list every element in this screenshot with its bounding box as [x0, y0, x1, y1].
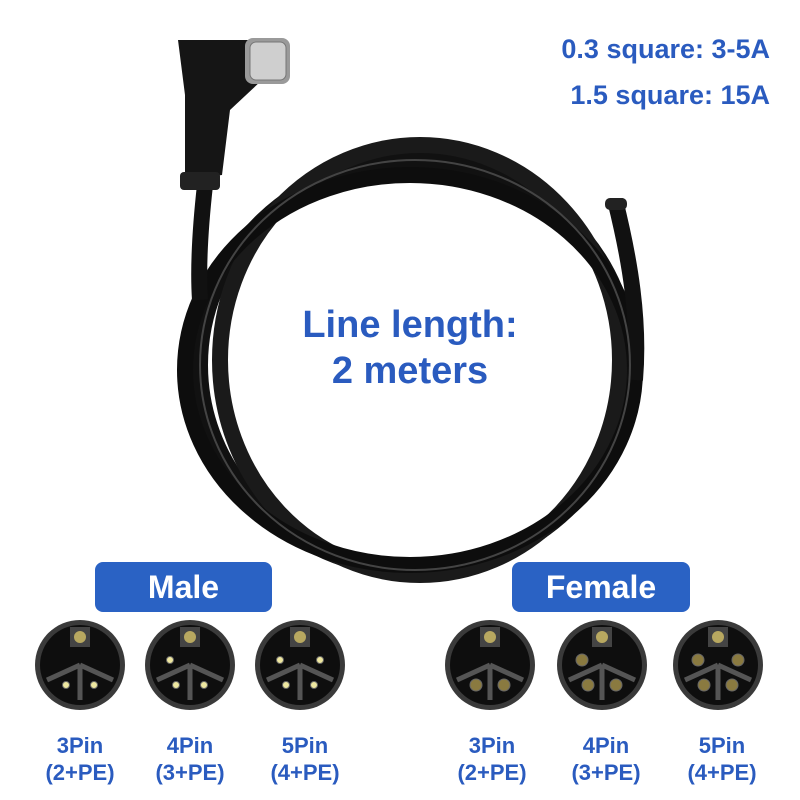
female-connector-face [557, 620, 647, 710]
pin-count: 5Pin [698, 733, 746, 758]
pin-detail: (3+PE) [155, 760, 225, 785]
pin-detail: (3+PE) [571, 760, 641, 785]
pin-count: 5Pin [281, 733, 329, 758]
pin-detail: (2+PE) [45, 760, 115, 785]
pin-count: 3Pin [56, 733, 104, 758]
spec-line-2: 1.5 square: 15A [570, 80, 770, 110]
male-pin-label: 3Pin(2+PE) [25, 732, 135, 786]
male-connector-face [35, 620, 125, 710]
female-connector-face [673, 620, 763, 710]
pin-count: 4Pin [166, 733, 214, 758]
female-pin-label: 4Pin(3+PE) [551, 732, 661, 786]
line-length-title: Line length: [302, 304, 518, 346]
line-length-label: Line length: 2 meters [250, 302, 570, 394]
pin-detail: (2+PE) [457, 760, 527, 785]
connector-plug [178, 38, 290, 190]
pin-detail: (4+PE) [687, 760, 757, 785]
spec-line-1: 0.3 square: 3-5A [561, 34, 770, 64]
line-length-value: 2 meters [331, 350, 489, 392]
male-pin-label: 4Pin(3+PE) [135, 732, 245, 786]
pin-count: 4Pin [582, 733, 630, 758]
pin-count: 3Pin [468, 733, 516, 758]
female-pin-label: 5Pin(4+PE) [667, 732, 777, 786]
female-badge: Female [512, 562, 690, 612]
female-connector-face [445, 620, 535, 710]
male-connector-face [255, 620, 345, 710]
male-badge: Male [95, 562, 272, 612]
male-pin-label: 5Pin(4+PE) [250, 732, 360, 786]
female-pin-label: 3Pin(2+PE) [437, 732, 547, 786]
pin-detail: (4+PE) [270, 760, 340, 785]
male-connector-face [145, 620, 235, 710]
